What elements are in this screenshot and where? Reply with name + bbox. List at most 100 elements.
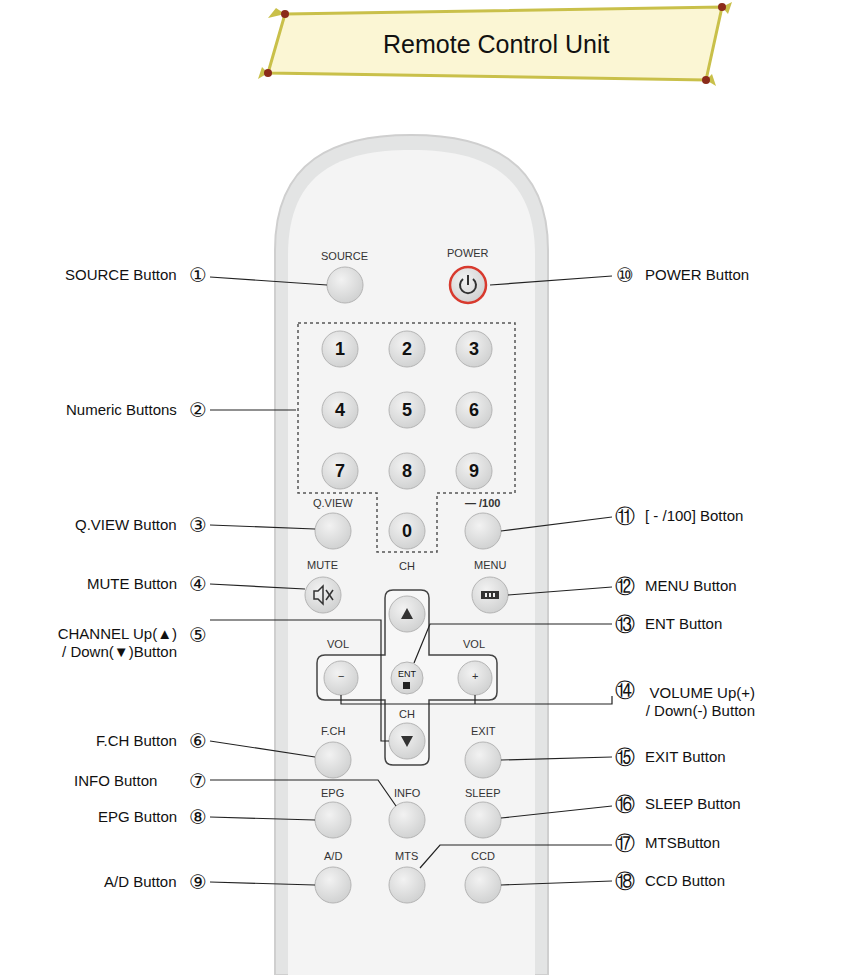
callout-text: MUTE Button [87, 575, 177, 593]
button [389, 723, 425, 759]
leader-line [508, 587, 612, 595]
button-label: EPG [321, 787, 344, 800]
remote-body [275, 135, 548, 975]
numeric-button: 1 [321, 330, 359, 368]
digit-text: 1 [321, 330, 359, 360]
callout-number: ⑪ [615, 504, 635, 528]
digit-text: 9 [455, 452, 493, 482]
menu-icon [485, 593, 487, 597]
button-shape [322, 392, 358, 428]
digit-text: 8 [388, 452, 426, 482]
button-label: SOURCE [321, 250, 368, 263]
arrow-icon [401, 736, 413, 747]
menu-icon [493, 593, 495, 597]
menu-icon [481, 591, 499, 599]
button-label: MENU [474, 559, 506, 572]
mute-icon [314, 586, 333, 604]
button [315, 867, 351, 903]
callout-number: ④ [189, 572, 207, 596]
button-shape [456, 331, 492, 367]
power-button [450, 267, 486, 303]
callout-number: ③ [189, 513, 207, 537]
button [465, 513, 501, 549]
button-label: CH [399, 708, 415, 721]
digit-text: 0 [388, 512, 426, 542]
numeric-button: 3 [455, 330, 493, 368]
menu-icon [489, 593, 491, 597]
callout-number: ⑥ [189, 729, 207, 753]
digit-text: 3 [455, 330, 493, 360]
leader-line [210, 276, 612, 885]
button-label: F.CH [321, 725, 345, 738]
numeric-button: 5 [388, 391, 426, 429]
callout-text: VOLUME Up(+) / Down(-) Button [645, 684, 755, 720]
button-label: INFO [394, 787, 420, 800]
leader-line [501, 806, 612, 818]
callout-number: ⑩ [616, 263, 634, 287]
callout-text: Numeric Buttons [66, 401, 177, 419]
button [315, 802, 351, 838]
numeric-button: 0 [388, 512, 426, 550]
title-banner [258, 2, 732, 86]
digit-text: 4 [321, 391, 359, 421]
title-banner [268, 7, 722, 80]
leader-line [210, 620, 389, 741]
button-shape [389, 392, 425, 428]
title-text: Remote Control Unit [383, 29, 609, 59]
button [315, 513, 351, 549]
button [305, 577, 341, 613]
button [465, 802, 501, 838]
button-shape [389, 513, 425, 549]
numeric-bracket [298, 323, 515, 552]
title-banner [702, 76, 710, 84]
button [458, 661, 492, 695]
button-label: − [338, 670, 344, 683]
button [324, 661, 358, 695]
button [305, 267, 508, 903]
power-button [450, 267, 486, 303]
callout-text: SOURCE Button [65, 266, 177, 284]
button [389, 802, 425, 838]
stop-icon [403, 682, 410, 689]
button-shape [456, 392, 492, 428]
callout-text: INFO Button [74, 772, 157, 790]
mute-icon [326, 590, 333, 600]
leader-line [210, 780, 396, 806]
button [472, 577, 508, 613]
callout-text: [ - /100] Botton [645, 507, 743, 525]
button-label: VOL [327, 638, 349, 651]
callout-number: ⑮ [615, 745, 635, 769]
leader-line [414, 624, 612, 663]
numeric-button: 8 [388, 452, 426, 490]
button-shape [322, 331, 358, 367]
callout-text: POWER Button [645, 266, 749, 284]
button-shape [322, 453, 358, 489]
button-shape [391, 662, 423, 694]
cross-pad [317, 590, 497, 765]
button-label: — /100 [465, 497, 500, 510]
button [327, 267, 363, 303]
leader-line [210, 525, 315, 529]
callout-text: A/D Button [104, 873, 177, 891]
leader-line [474, 695, 475, 704]
title-banner [258, 2, 732, 86]
leader-line [210, 741, 315, 757]
digit-text: 7 [321, 452, 359, 482]
callout-text: ENT Button [645, 615, 722, 633]
callout-number: ⑨ [189, 870, 207, 894]
callout-text: SLEEP Button [645, 795, 741, 813]
leader-line [341, 695, 612, 704]
leader-line [210, 817, 315, 820]
title-banner [281, 10, 289, 18]
callout-number: ⑯ [615, 792, 635, 816]
callout-text: EPG Button [98, 808, 177, 826]
button-label: MTS [395, 850, 418, 863]
remote-body [288, 150, 535, 975]
mute-icon [314, 586, 323, 604]
button-label: POWER [447, 247, 489, 260]
callout-number: ① [189, 263, 207, 287]
button [389, 596, 425, 632]
button-label: EXIT [471, 725, 495, 738]
arrow-icon [401, 608, 413, 619]
button-label: CCD [471, 850, 495, 863]
